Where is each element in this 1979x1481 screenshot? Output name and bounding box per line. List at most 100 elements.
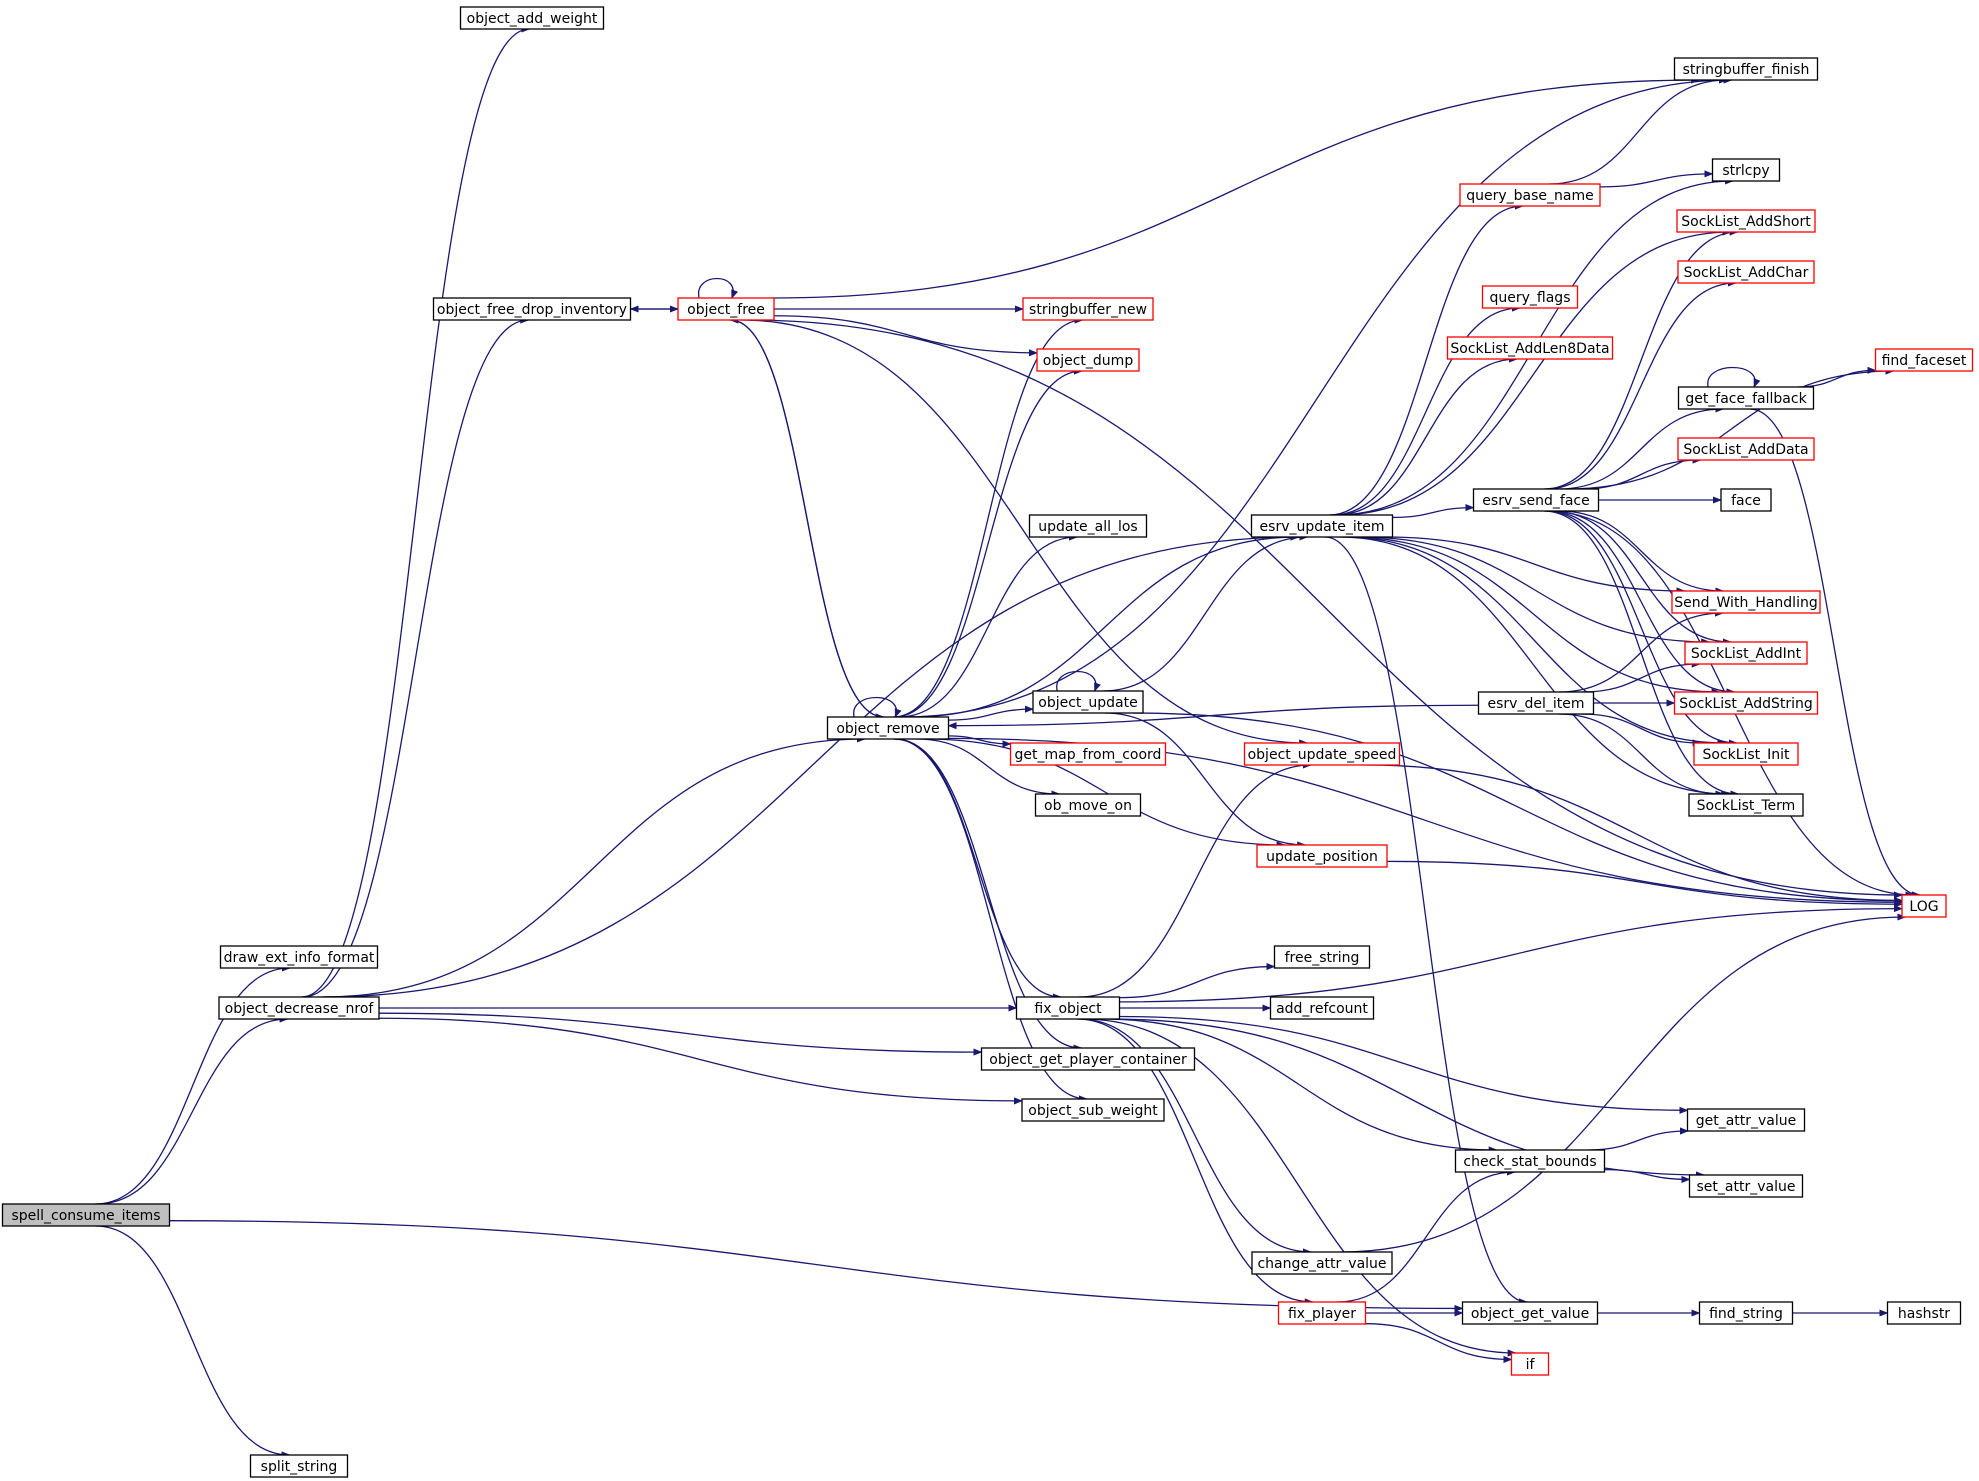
node-label-SockList_AddLen8Data: SockList_AddLen8Data [1450,341,1609,357]
node-box-SockList_AddLen8Data [1446,336,1614,360]
node-strlcpy[interactable]: strlcpy [1711,158,1781,182]
node-box-get_attr_value [1686,1108,1806,1132]
node-box-stringbuffer_new [1022,297,1154,321]
node-object_get_value[interactable]: object_get_value [1461,1301,1599,1325]
node-label-update_position: update_position [1266,849,1378,865]
node-box-update_all_los [1028,514,1148,538]
node-add_refcount[interactable]: add_refcount [1269,996,1375,1020]
node-object_sub_weight[interactable]: object_sub_weight [1021,1098,1165,1122]
edge-update_position-to-LOG [1386,860,1903,908]
edge-spell_consume_items-to-draw_ext_info_format [95,964,291,1205]
node-object_add_weight[interactable]: object_add_weight [459,6,605,30]
node-query_flags[interactable]: query_flags [1481,285,1579,309]
edge-esrv_send_face-to-SockList_AddInt [1551,510,1732,646]
edge-fix_player-to-check_stat_bounds [1337,1168,1516,1303]
edge-get_face_fallback-to-get_face_fallback [1707,367,1761,388]
edge-get_face_fallback-to-LOG [1749,408,1922,899]
edge-change_attr_value-to-LOG [1340,913,1907,1253]
node-object_dump[interactable]: object_dump [1036,348,1140,372]
edge-fix_object-to-free_string [1119,962,1276,999]
node-change_attr_value[interactable]: change_attr_value [1251,1251,1393,1275]
node-hashstr[interactable]: hashstr [1886,1301,1962,1325]
node-ob_move_on[interactable]: ob_move_on [1034,793,1142,817]
edge-object_remove-to-esrv_update_item [911,533,1300,718]
node-stringbuffer_finish[interactable]: stringbuffer_finish [1673,57,1819,81]
edge-esrv_update_item-to-query_flags [1331,304,1521,516]
node-object_free[interactable]: object_free [677,297,775,321]
node-free_string[interactable]: free_string [1273,945,1371,969]
node-SockList_AddInt[interactable]: SockList_AddInt [1684,641,1808,665]
edge-fix_object-to-set_attr_value [1109,1018,1705,1179]
node-label-spell_consume_items: spell_consume_items [11,1208,160,1224]
edge-object_remove-to-update_position [925,738,1286,849]
node-SockList_Term[interactable]: SockList_Term [1688,793,1804,817]
edge-object_update-to-update_position [1104,712,1307,849]
node-stringbuffer_new[interactable]: stringbuffer_new [1022,297,1154,321]
node-object_decrease_nrof[interactable]: object_decrease_nrof [218,996,380,1020]
node-label-face: face [1731,493,1761,509]
node-object_remove[interactable]: object_remove [826,716,950,740]
node-find_string[interactable]: find_string [1698,1301,1794,1325]
node-box-object_get_value [1461,1301,1599,1325]
node-SockList_AddString[interactable]: SockList_AddString [1673,691,1819,715]
edge-object_free-to-object_update_speed [740,319,1309,747]
node-SockList_AddLen8Data[interactable]: SockList_AddLen8Data [1446,336,1614,360]
node-esrv_send_face[interactable]: esrv_send_face [1472,488,1600,512]
edge-object_remove-to-stringbuffer_new [893,316,1084,718]
node-box-object_decrease_nrof [218,996,380,1020]
node-SockList_AddData[interactable]: SockList_AddData [1677,437,1815,461]
node-esrv_update_item[interactable]: esrv_update_item [1250,514,1394,538]
node-update_position[interactable]: update_position [1256,844,1388,868]
node-box-query_base_name [1459,183,1601,207]
node-box-stringbuffer_finish [1673,57,1819,81]
node-check_stat_bounds[interactable]: check_stat_bounds [1454,1149,1606,1173]
node-label-hashstr: hashstr [1898,1306,1950,1322]
node-Send_With_Handling[interactable]: Send_With_Handling [1671,590,1821,614]
node-label-object_get_value: object_get_value [1471,1306,1589,1322]
edge-object_remove-to-object_get_player_container [894,738,1083,1052]
node-box-object_remove [826,716,950,740]
node-fix_player[interactable]: fix_player [1277,1301,1367,1325]
node-box-spell_consume_items [1,1203,171,1227]
edge-esrv_update_item-to-query_base_name [1328,202,1524,516]
edge-esrv_update_item-to-Send_With_Handling [1383,536,1686,595]
node-label-object_get_player_container: object_get_player_container [989,1052,1187,1068]
node-label-esrv_del_item: esrv_del_item [1488,696,1585,712]
edge-esrv_send_face-to-find_faceset [1566,367,1895,490]
node-SockList_AddShort[interactable]: SockList_AddShort [1676,209,1816,233]
node-split_string[interactable]: split_string [249,1454,349,1478]
node-spell_consume_items[interactable]: spell_consume_items [1,1203,171,1227]
node-box-query_flags [1481,285,1579,309]
node-query_base_name[interactable]: query_base_name [1459,183,1601,207]
edge-fix_object-to-check_stat_bounds [1101,1018,1498,1154]
node-object_free_drop_inventory[interactable]: object_free_drop_inventory [432,297,632,321]
node-object_update[interactable]: object_update [1032,690,1144,714]
edge-fix_object-to-object_update_speed [1078,761,1312,998]
node-update_all_los[interactable]: update_all_los [1028,514,1148,538]
edge-fix_object-to-if [1082,1018,1517,1357]
node-box-SockList_Term [1688,793,1804,817]
node-box-object_add_weight [459,6,605,30]
node-SockList_AddChar[interactable]: SockList_AddChar [1677,260,1815,284]
node-LOG[interactable]: LOG [1901,894,1947,918]
node-set_attr_value[interactable]: set_attr_value [1688,1174,1804,1198]
node-get_attr_value[interactable]: get_attr_value [1686,1108,1806,1132]
node-get_face_fallback[interactable]: get_face_fallback [1677,386,1815,410]
edge-object_update-to-esrv_update_item [1102,533,1309,692]
node-fix_object[interactable]: fix_object [1015,996,1121,1020]
node-label-check_stat_bounds: check_stat_bounds [1463,1154,1596,1170]
node-label-object_free_drop_inventory: object_free_drop_inventory [437,302,627,318]
node-box-get_face_fallback [1677,386,1815,410]
node-face[interactable]: face [1720,488,1772,512]
node-object_update_speed[interactable]: object_update_speed [1243,742,1401,766]
node-get_map_from_coord[interactable]: get_map_from_coord [1009,742,1167,766]
node-box-object_get_player_container [980,1047,1196,1071]
node-object_get_player_container[interactable]: object_get_player_container [980,1047,1196,1071]
node-if[interactable]: if [1510,1352,1550,1376]
node-SockList_Init[interactable]: SockList_Init [1693,742,1799,766]
node-draw_ext_info_format[interactable]: draw_ext_info_format [219,945,379,969]
node-esrv_del_item[interactable]: esrv_del_item [1477,691,1595,715]
node-box-strlcpy [1711,158,1781,182]
node-box-get_map_from_coord [1009,742,1167,766]
node-find_faceset[interactable]: find_faceset [1874,348,1974,372]
